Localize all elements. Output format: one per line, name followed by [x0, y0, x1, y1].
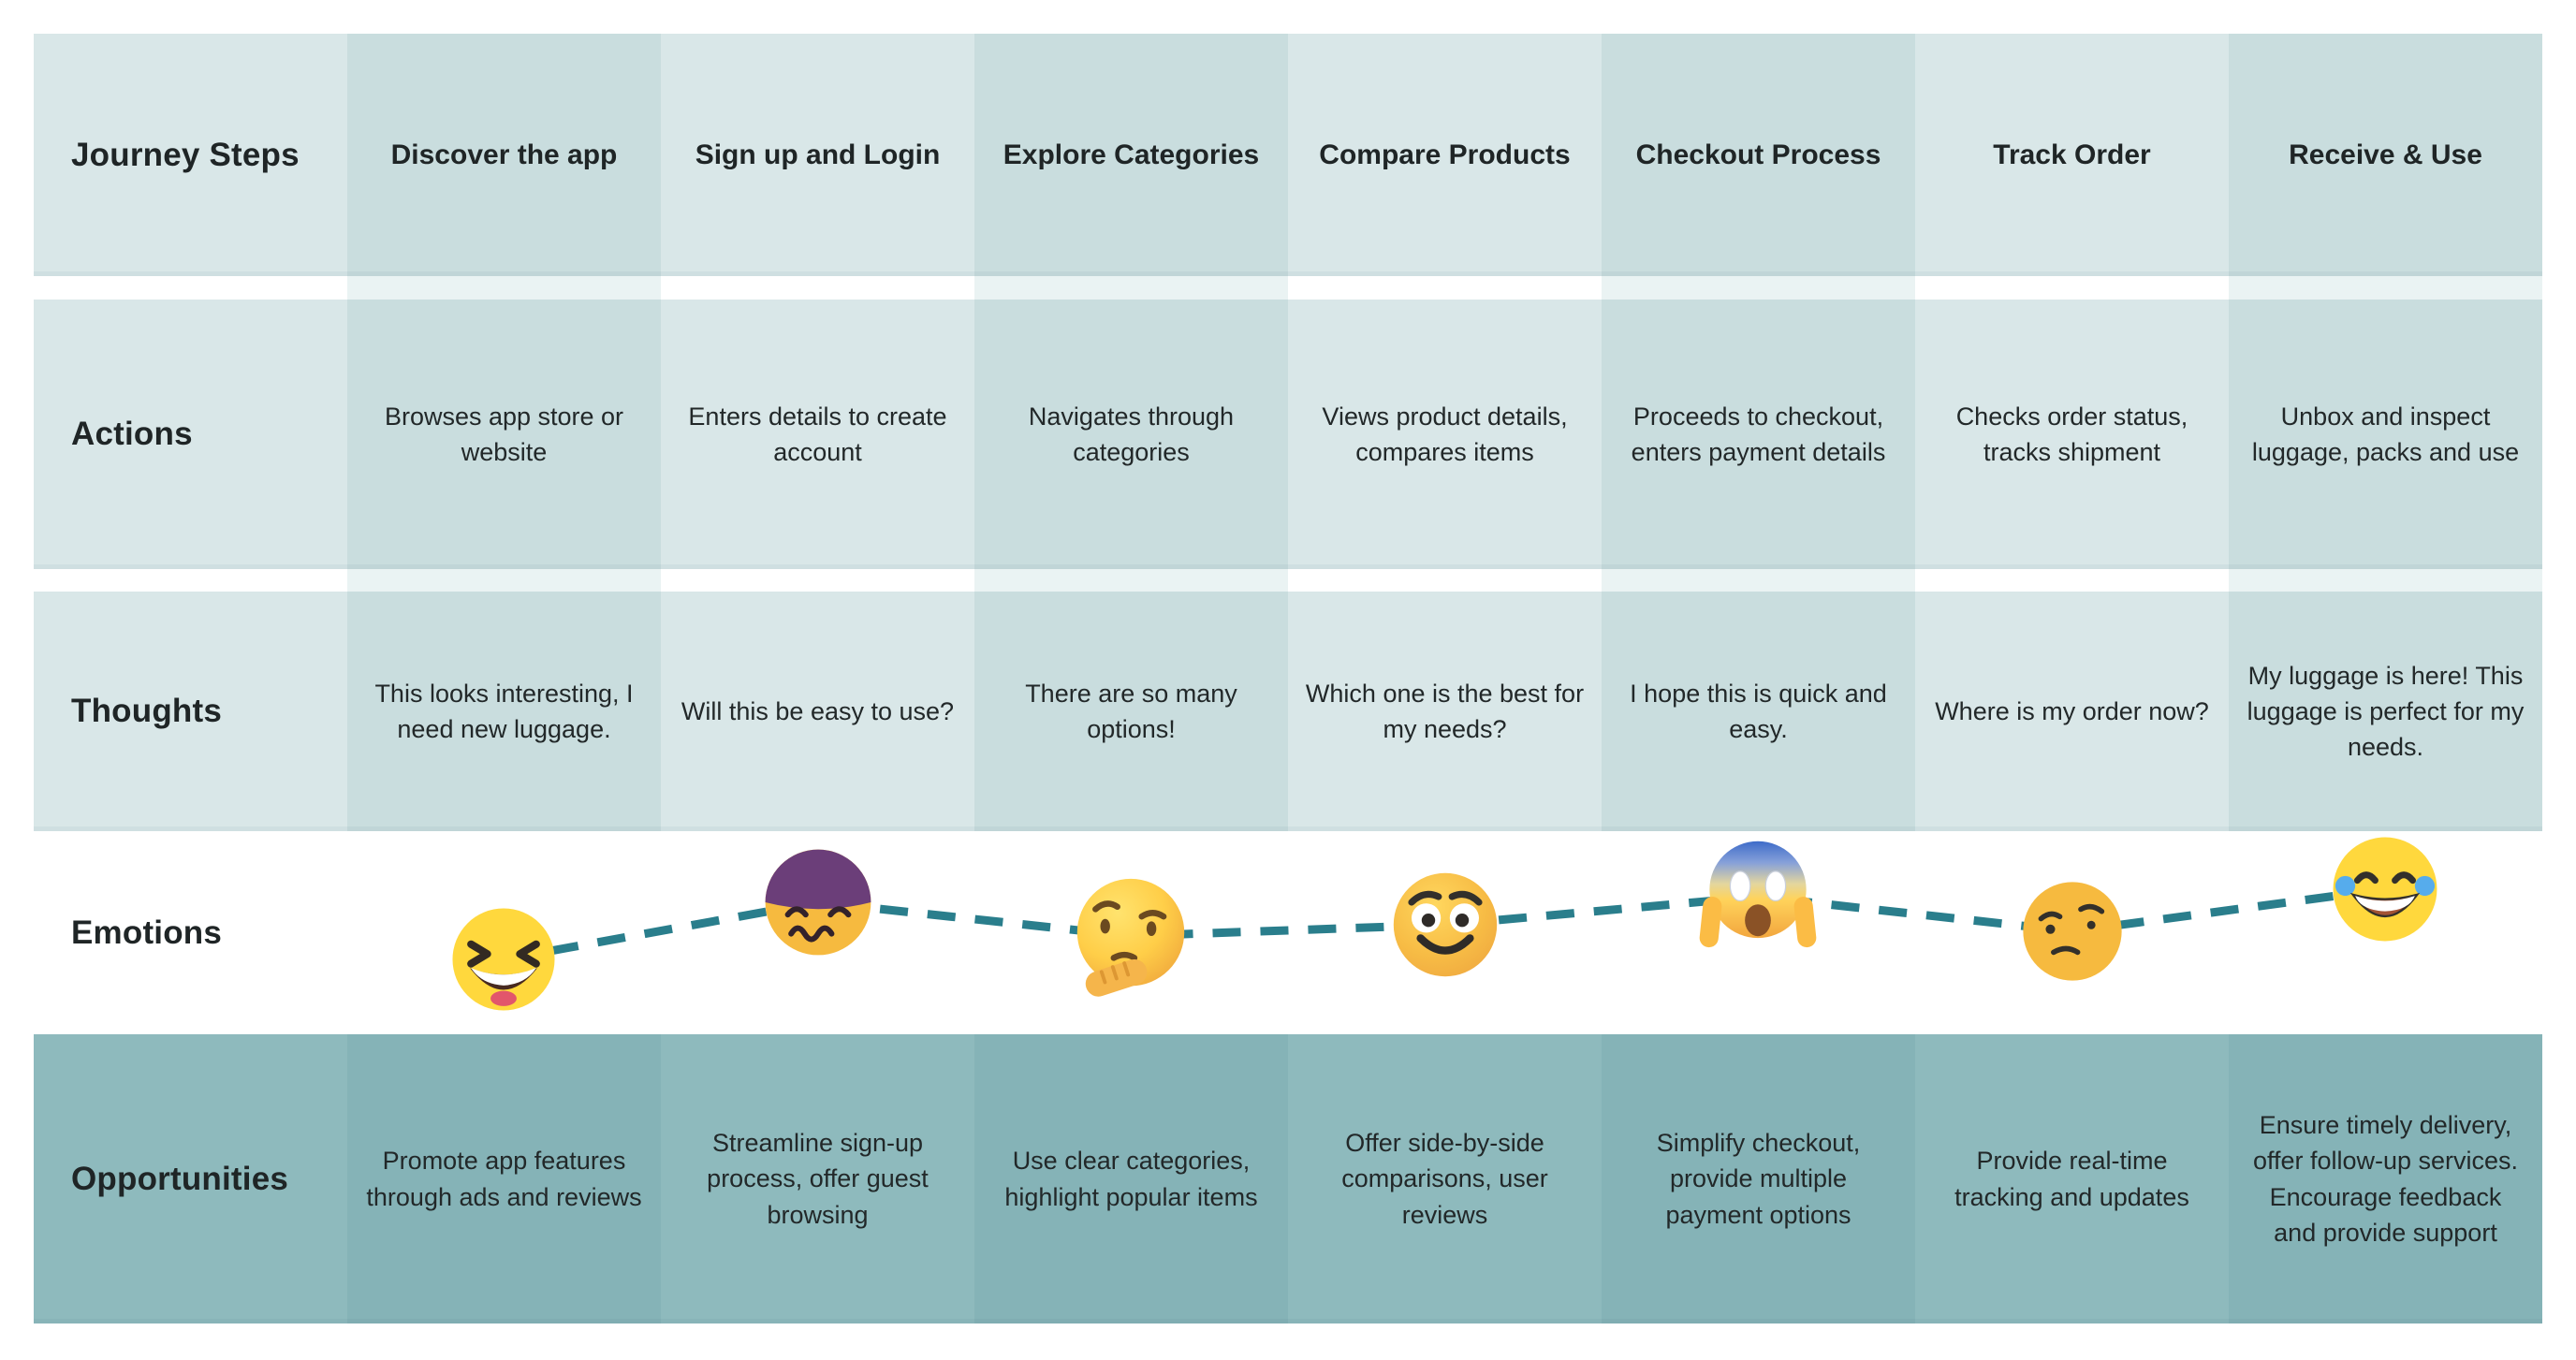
stage-header-signup: Sign up and Login — [661, 34, 974, 276]
thought-cell: My luggage is here! This luggage is perf… — [2229, 592, 2542, 831]
row-label-thoughts: Thoughts — [34, 592, 347, 831]
opportunity-cell: Offer side-by-side comparisons, user rev… — [1288, 1034, 1602, 1323]
row-label-journey-steps: Journey Steps — [34, 34, 347, 276]
stage-header-compare: Compare Products — [1288, 34, 1602, 276]
journey-table: Journey Steps Discover the app Sign up a… — [34, 34, 2542, 1323]
action-cell: Navigates through categories — [974, 300, 1288, 569]
opportunity-cell: Promote app features through ads and rev… — [347, 1034, 661, 1323]
row-label-opportunities: Opportunities — [34, 1034, 347, 1323]
action-cell: Views product details, compares items — [1288, 300, 1602, 569]
thought-cell: Where is my order now? — [1915, 592, 2229, 831]
emotions-row: Emotions — [34, 831, 2542, 1034]
action-cell: Enters details to create account — [661, 300, 974, 569]
confounded-face-icon — [762, 846, 874, 958]
action-cell: Proceeds to checkout, enters payment det… — [1602, 300, 1915, 569]
actions-row: Actions Browses app store or website Ent… — [34, 300, 2542, 569]
thinking-face-icon — [1070, 875, 1192, 997]
action-cell: Unbox and inspect luggage, packs and use — [2229, 300, 2542, 569]
opportunity-cell: Ensure timely delivery, offer follow-up … — [2229, 1034, 2542, 1323]
thought-cell: Which one is the best for my needs? — [1288, 592, 1602, 831]
opportunity-cell: Use clear categories, highlight popular … — [974, 1034, 1288, 1323]
stage-header-discover: Discover the app — [347, 34, 661, 276]
action-cell: Checks order status, tracks shipment — [1915, 300, 2229, 569]
thought-cell: This looks interesting, I need new lugga… — [347, 592, 661, 831]
skeptical-face-icon — [2020, 879, 2125, 984]
tears-of-joy-face-icon — [2330, 834, 2440, 944]
opportunity-cell: Simplify checkout, provide multiple paym… — [1602, 1034, 1915, 1323]
thought-cell: Will this be easy to use? — [661, 592, 974, 831]
emotion-curve — [34, 831, 2542, 1034]
screaming-face-icon — [1699, 838, 1817, 956]
row-label-actions: Actions — [34, 300, 347, 569]
opportunity-cell: Provide real-time tracking and updates — [1915, 1034, 2229, 1323]
opportunities-row: Opportunities Promote app features throu… — [34, 1034, 2542, 1323]
stage-header-explore: Explore Categories — [974, 34, 1288, 276]
thought-cell: I hope this is quick and easy. — [1602, 592, 1915, 831]
thoughts-row: Thoughts This looks interesting, I need … — [34, 592, 2542, 831]
emotion-dashed-line — [503, 885, 2386, 964]
thought-cell: There are so many options! — [974, 592, 1288, 831]
opportunity-cell: Streamline sign-up process, offer guest … — [661, 1034, 974, 1323]
stage-header-receive: Receive & Use — [2229, 34, 2542, 276]
smiling-face-big-eyes-icon — [1389, 869, 1501, 981]
stage-header-checkout: Checkout Process — [1602, 34, 1915, 276]
row-label-emotions: Emotions — [71, 914, 223, 951]
grinning-squinting-face-icon — [449, 905, 558, 1014]
stage-header-track: Track Order — [1915, 34, 2229, 276]
action-cell: Browses app store or website — [347, 300, 661, 569]
journey-steps-row: Journey Steps Discover the app Sign up a… — [34, 34, 2542, 276]
